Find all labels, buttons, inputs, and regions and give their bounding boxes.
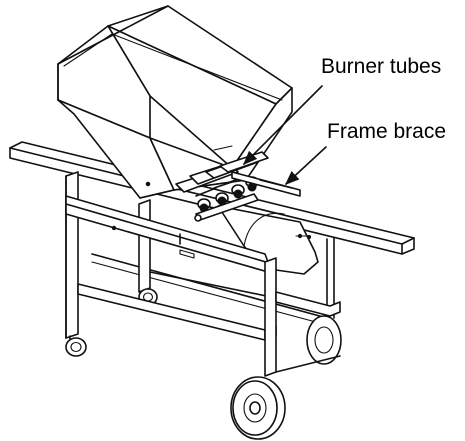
right-rail-end <box>275 291 341 317</box>
front-wheel <box>230 376 286 440</box>
frame-brace <box>231 171 301 197</box>
hopper <box>57 5 293 199</box>
front-left-caster <box>65 335 87 357</box>
frame-brace-leader <box>284 146 327 185</box>
frame-brace-label: Frame brace <box>327 120 446 143</box>
front-right-leg <box>264 257 277 377</box>
axle-brace <box>275 355 341 373</box>
rear-wheel <box>306 315 342 365</box>
rear-left-leg <box>138 199 151 293</box>
burner-tubes-label: Burner tubes <box>321 55 441 78</box>
callout-leaders <box>242 85 327 185</box>
burner-tubes-leader <box>242 85 323 166</box>
